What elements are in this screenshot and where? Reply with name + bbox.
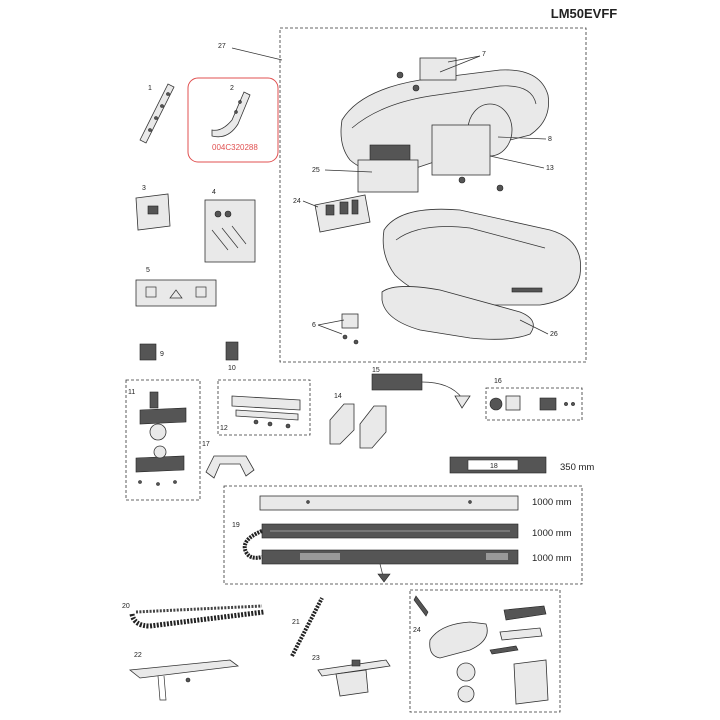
rail-19-middle bbox=[261, 523, 519, 539]
label-10: 10 bbox=[228, 365, 236, 372]
group-27-box bbox=[279, 27, 587, 363]
label-15: 15 bbox=[372, 367, 380, 374]
bracket-22 bbox=[128, 659, 240, 701]
chain-21 bbox=[290, 597, 324, 657]
rail-18 bbox=[449, 456, 547, 474]
strap-1 bbox=[139, 83, 175, 144]
control-board-24 bbox=[314, 194, 371, 233]
label-14: 14 bbox=[334, 393, 342, 400]
rail-19-top bbox=[259, 495, 519, 511]
label-6: 6 bbox=[312, 322, 316, 329]
label-8: 8 bbox=[548, 136, 552, 143]
label-17: 17 bbox=[202, 441, 210, 448]
highlight-box-2 bbox=[187, 77, 279, 163]
dim-rail-2: 1000 mm bbox=[532, 528, 572, 539]
cover-26 bbox=[381, 208, 582, 340]
trolley-12 bbox=[231, 395, 301, 429]
label-22: 22 bbox=[134, 652, 142, 659]
label-13: 13 bbox=[546, 165, 554, 172]
label-3: 3 bbox=[142, 185, 146, 192]
curved-arm-2 bbox=[211, 91, 251, 138]
label-24-main: 24 bbox=[293, 198, 301, 205]
bracket-17 bbox=[205, 455, 255, 479]
label-27: 27 bbox=[218, 43, 226, 50]
spring-10 bbox=[225, 341, 239, 361]
model-title: LM50EVFF bbox=[551, 6, 618, 21]
label-4: 4 bbox=[212, 189, 216, 196]
bracket-6 bbox=[341, 313, 359, 345]
group-24-box bbox=[409, 589, 561, 713]
plate-5 bbox=[135, 279, 217, 307]
label-21: 21 bbox=[292, 619, 300, 626]
label-20: 20 bbox=[122, 603, 130, 610]
label-2: 2 bbox=[230, 85, 234, 92]
remote-kit-24 bbox=[413, 595, 549, 705]
plate-3 bbox=[135, 193, 171, 231]
dim-rail-short: 350 mm bbox=[560, 462, 594, 473]
chain-20 bbox=[129, 604, 265, 629]
label-12: 12 bbox=[220, 425, 228, 432]
label-5: 5 bbox=[146, 267, 150, 274]
label-7: 7 bbox=[482, 51, 486, 58]
label-1: 1 bbox=[148, 85, 152, 92]
sensor-15 bbox=[371, 373, 471, 409]
label-11: 11 bbox=[128, 389, 135, 396]
highlight-code: 004C320288 bbox=[212, 143, 258, 152]
label-16: 16 bbox=[494, 378, 502, 385]
label-26: 26 bbox=[550, 331, 558, 338]
label-19: 19 bbox=[232, 522, 240, 529]
group-16-box bbox=[485, 387, 583, 421]
label-24-kit: 24 bbox=[413, 627, 421, 634]
bracket-23 bbox=[317, 659, 391, 697]
dim-rail-3: 1000 mm bbox=[532, 553, 572, 564]
chain-loop-19 bbox=[242, 529, 263, 560]
rail-19-bottom bbox=[261, 549, 519, 583]
label-9: 9 bbox=[160, 351, 164, 358]
label-23: 23 bbox=[312, 655, 320, 662]
dim-rail-1: 1000 mm bbox=[532, 497, 572, 508]
label-18: 18 bbox=[490, 463, 498, 470]
gear-carriage-11 bbox=[135, 391, 187, 486]
group-19-box bbox=[223, 485, 583, 585]
motor-housing-upper bbox=[340, 57, 549, 193]
group-12-box bbox=[217, 379, 311, 436]
label-25: 25 bbox=[312, 167, 320, 174]
limit-parts-16 bbox=[489, 395, 575, 411]
group-11-box bbox=[125, 379, 201, 501]
brackets-14 bbox=[329, 403, 387, 449]
screw-kit-4 bbox=[204, 199, 256, 263]
part-9 bbox=[139, 343, 157, 361]
